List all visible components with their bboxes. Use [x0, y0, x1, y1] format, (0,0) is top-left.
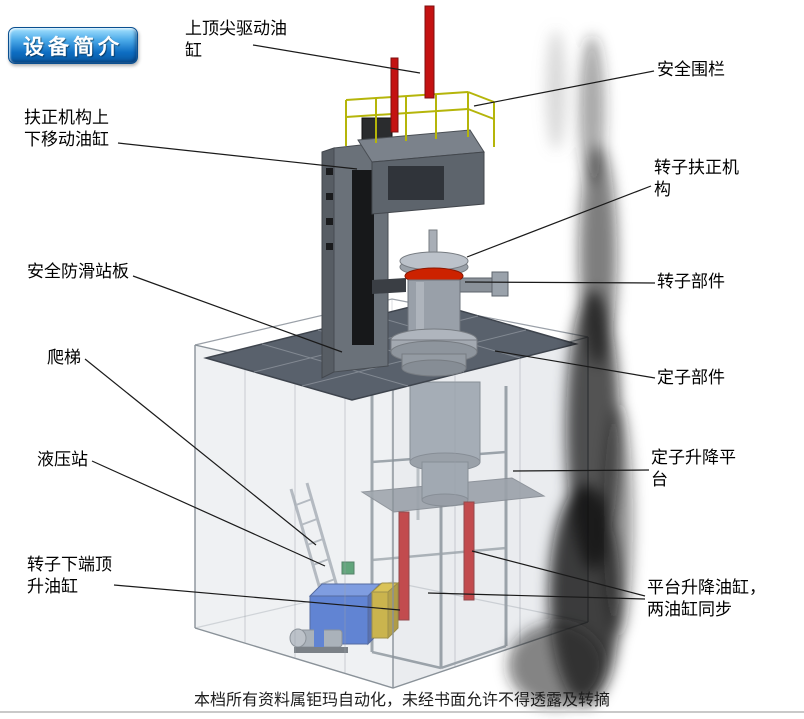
label-stator-lift-platform: 定子升降平台 [651, 448, 736, 489]
label-safety-fence: 安全围栏 [657, 60, 725, 79]
stator-shape [409, 381, 481, 507]
leader-hydraulic-station [91, 460, 326, 567]
leader-centering-updown [117, 142, 358, 170]
leader-platform-lift-b [427, 592, 646, 600]
enclosure-glass [194, 336, 589, 689]
leader-stator-part [494, 350, 656, 379]
label-antislip-board: 安全防滑站板 [27, 262, 129, 281]
rotor-assembly-shape [372, 229, 509, 377]
leader-antislip-board [132, 275, 343, 353]
lift-frame-beams [371, 450, 507, 670]
label-centering-updown: 扶正机构上下移动油缸 [24, 108, 109, 149]
leader-rotor-centering [466, 185, 652, 258]
bottom-divider [0, 711, 804, 713]
label-top-drive-cylinder: 上顶尖驱动油缸 [185, 19, 287, 60]
leader-lines [84, 44, 656, 611]
under-deck-structure [289, 381, 546, 670]
hydraulic-station-shape [289, 561, 400, 653]
shadow-smoke [508, 30, 633, 707]
leader-rotor-jack-cylinder [113, 584, 401, 611]
safety-fence-shape [345, 91, 495, 147]
label-rotor-part: 转子部件 [657, 272, 725, 291]
title-badge: 设备简介 [8, 27, 138, 64]
label-platform-lift-cylinders: 平台升降油缸，两油缸同步 [647, 578, 766, 619]
label-hydraulic-station: 液压站 [37, 450, 88, 469]
leader-top-drive-cylinder [252, 44, 421, 74]
title-badge-label: 设备简介 [23, 35, 123, 59]
top-drive-cylinders-shape [390, 5, 435, 133]
leader-stator-lift-platform [512, 469, 650, 472]
leader-ladder [84, 358, 317, 546]
label-rotor-centering: 转子扶正机构 [654, 158, 739, 199]
label-stator-part: 定子部件 [657, 368, 725, 387]
press-column-shape [321, 117, 485, 379]
label-ladder: 爬梯 [47, 348, 81, 367]
leader-platform-lift-a [471, 550, 646, 597]
footer-disclaimer: 本档所有资料属钜玛自动化，未经书面允许不得透露及转摘 [193, 692, 610, 709]
leader-safety-fence [473, 70, 655, 107]
leader-rotor-part [464, 281, 656, 284]
label-rotor-jack-cylinder: 转子下端顶升油缸 [27, 555, 112, 596]
